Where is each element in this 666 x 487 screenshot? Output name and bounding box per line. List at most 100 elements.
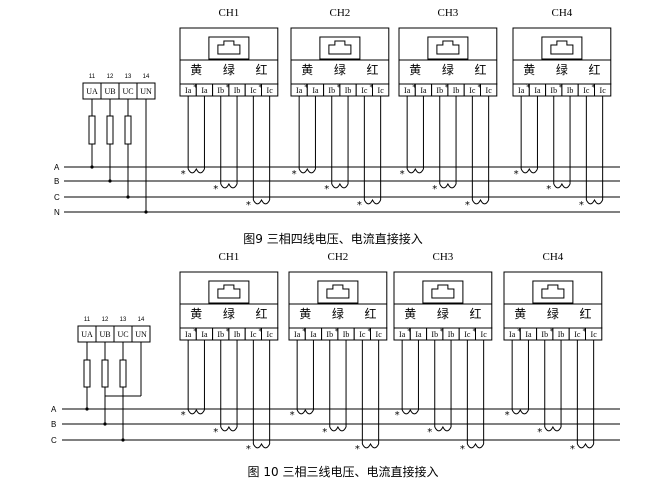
phase-color-label: 红: [255, 62, 267, 77]
polarity-mark: *: [440, 327, 444, 336]
phase-color-label: 绿: [223, 306, 235, 321]
ct-coil: [331, 182, 349, 189]
phase-color-label: 黄: [404, 307, 416, 321]
ct-coil: [466, 442, 485, 449]
ct-coil: [329, 425, 347, 432]
ct-terminal-ia: Ia: [185, 86, 192, 95]
ct-terminal-ib: Ib: [234, 86, 241, 95]
ct-terminal-ic: Ic: [250, 86, 257, 95]
channel-label: CH4: [543, 251, 564, 263]
ct-terminal-ic: Ic: [250, 330, 257, 339]
connector-outline: [532, 280, 574, 304]
phase-color-label: 绿: [334, 62, 346, 77]
polarity-mark: *: [322, 427, 327, 438]
vt-terminal-ua: UA: [81, 330, 93, 339]
vt-number: 12: [107, 74, 114, 80]
ct-terminal-ic: Ic: [464, 330, 471, 339]
ct-coil: [576, 442, 595, 449]
ct-coil: [220, 425, 238, 432]
phase-color-label: 绿: [223, 62, 235, 77]
ct-terminal-ib: Ib: [326, 330, 333, 339]
connector-symbol: [427, 36, 469, 60]
ct-coil: [220, 182, 238, 189]
ct-terminal-ib: Ib: [234, 330, 241, 339]
polarity-mark: *: [335, 327, 339, 336]
diagram-caption: 图 10 三相三线电压、电流直接接入: [248, 464, 439, 479]
fuse-symbol: [83, 359, 91, 388]
polarity-mark: *: [368, 327, 372, 336]
phase-color-label: 绿: [332, 306, 344, 321]
phase-color-label: 绿: [556, 62, 568, 77]
polarity-mark: *: [570, 444, 575, 455]
polarity-mark: *: [290, 410, 295, 421]
polarity-mark: *: [445, 83, 449, 92]
polarity-mark: *: [514, 169, 519, 180]
vt-terminal-ub: UB: [99, 330, 110, 339]
vt-terminal-uc: UC: [117, 330, 128, 339]
ct-terminal-ic: Ic: [574, 330, 581, 339]
ct-terminal-ic: Ic: [591, 330, 598, 339]
connector-outline: [541, 36, 583, 60]
connector-symbol: [422, 280, 464, 304]
ct-terminal-ic: Ic: [267, 330, 274, 339]
ct-terminal-ib: Ib: [453, 86, 460, 95]
polarity-mark: *: [357, 200, 362, 211]
ct-terminal-ia: Ia: [296, 86, 303, 95]
vt-bus-junction: [121, 438, 125, 442]
ct-terminal-ib: Ib: [217, 330, 224, 339]
ct-terminal-ic: Ic: [361, 86, 368, 95]
vt-number: 14: [143, 74, 150, 80]
connector-key: [541, 284, 565, 299]
vt-number: 14: [138, 317, 145, 323]
polarity-mark: *: [259, 83, 263, 92]
connector-key: [328, 40, 352, 55]
ct-terminal-ia: Ia: [420, 86, 427, 95]
ct-terminal-ia: Ia: [404, 86, 411, 95]
phase-color-label: 黄: [409, 63, 421, 77]
vt-bus-junction: [90, 165, 94, 169]
phase-color-label: 绿: [437, 306, 449, 321]
ct-coil: [511, 408, 529, 415]
channel-label: CH4: [552, 7, 573, 19]
connector-symbol: [532, 280, 574, 304]
connector-key: [436, 40, 460, 55]
channel-label: CH1: [219, 251, 240, 263]
polarity-mark: *: [473, 327, 477, 336]
phase-color-label: 黄: [301, 63, 313, 77]
ct-coil: [434, 425, 452, 432]
phase-color-label: 红: [255, 306, 267, 321]
ct-terminal-ia: Ia: [534, 86, 541, 95]
polarity-mark: *: [324, 184, 329, 195]
polarity-mark: *: [400, 169, 405, 180]
bus-lines: ABC: [51, 405, 620, 445]
connector-outline: [427, 36, 469, 60]
vt-number: 13: [125, 74, 132, 80]
polarity-mark: *: [579, 200, 584, 211]
polarity-mark: *: [370, 83, 374, 92]
connector-symbol: [208, 280, 250, 304]
connector-outline: [319, 36, 361, 60]
polarity-mark: *: [213, 427, 218, 438]
vt-number: 12: [102, 317, 109, 323]
polarity-mark: *: [213, 184, 218, 195]
polarity-mark: *: [592, 83, 596, 92]
polarity-mark: *: [259, 327, 263, 336]
polarity-mark: *: [537, 427, 542, 438]
vt-number: 11: [89, 74, 96, 80]
ct-coil: [252, 198, 271, 205]
vt-terminal-un: UN: [135, 330, 147, 339]
phase-color-label: 红: [364, 306, 376, 321]
bus-label-a: A: [51, 405, 57, 414]
phase-color-label: 红: [579, 306, 591, 321]
ct-coil: [406, 167, 424, 174]
connector-symbol: [208, 36, 250, 60]
polarity-mark: *: [246, 200, 251, 211]
channel-label: CH1: [219, 7, 240, 19]
polarity-mark: *: [193, 327, 197, 336]
bus-label-a: A: [54, 163, 60, 172]
ct-terminal-ic: Ic: [469, 86, 476, 95]
